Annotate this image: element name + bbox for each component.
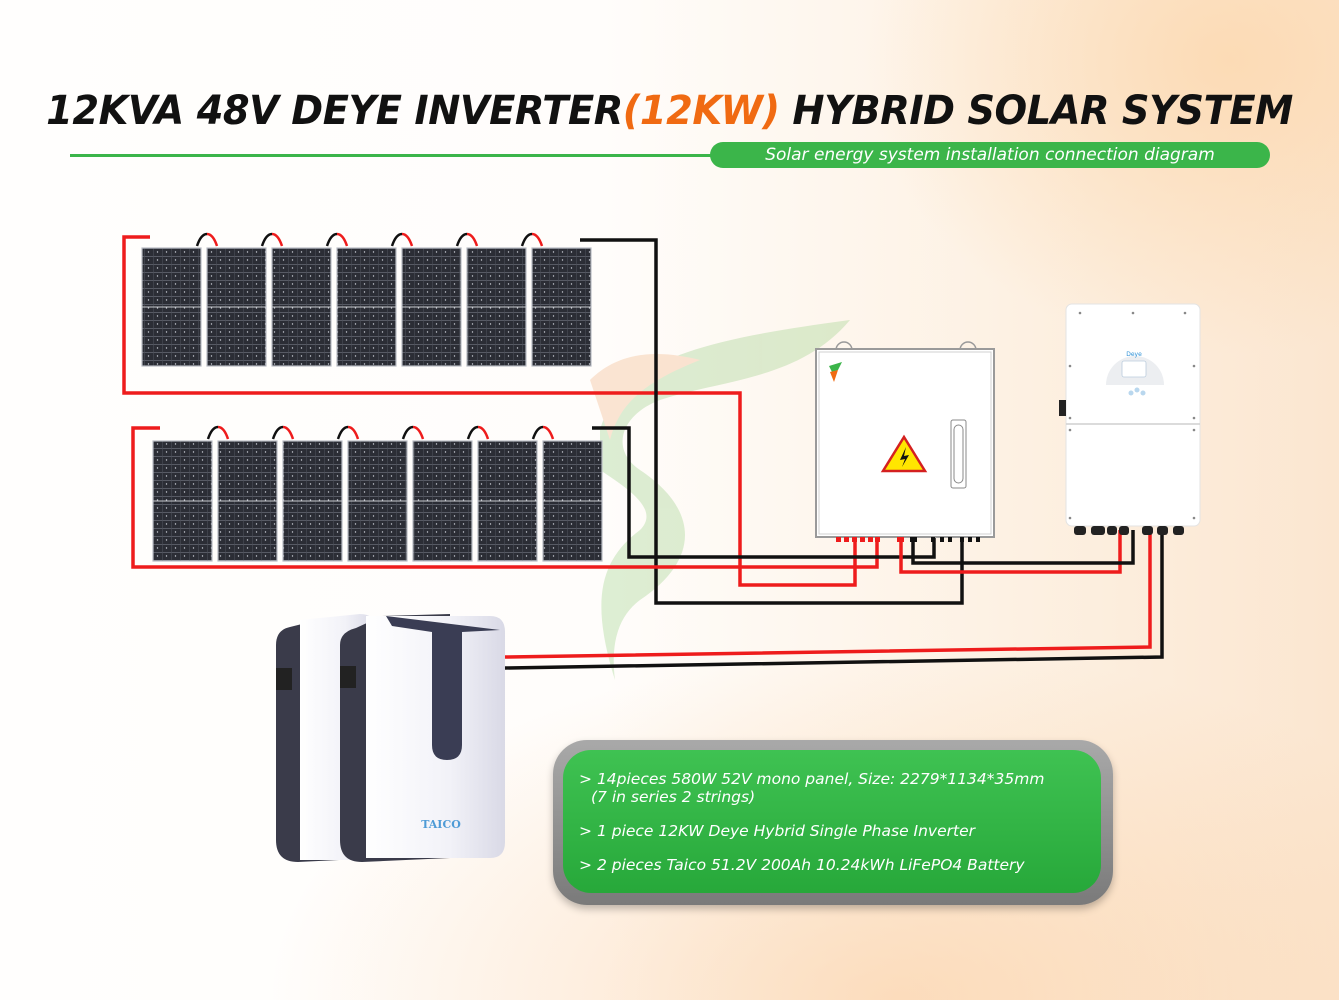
solar-panel <box>152 440 213 562</box>
inverter-brand-label: Deye <box>1126 351 1142 358</box>
jumper-positive <box>542 425 555 440</box>
jumper-negative <box>466 425 479 440</box>
watermark-logo <box>590 320 850 680</box>
solar-panel <box>412 440 473 562</box>
jumper-positive <box>412 425 425 440</box>
combiner-terminals <box>836 537 980 542</box>
jumper-positive <box>477 425 490 440</box>
title-highlight: (12KW) <box>622 88 780 134</box>
solar-panel <box>466 247 527 367</box>
jumper-negative <box>531 425 544 440</box>
jumper-negative <box>336 425 349 440</box>
jumper-negative <box>520 232 533 247</box>
solar-panel <box>477 440 538 562</box>
solar-panel <box>206 247 267 367</box>
solar-panel <box>336 247 397 367</box>
spec-item-inverter: > 1 piece 12KW Deye Hybrid Single Phase … <box>579 822 1101 840</box>
jumper-positive <box>217 425 230 440</box>
inverter: Deye <box>1059 303 1201 535</box>
bullet: > <box>579 822 592 840</box>
spec-item-battery: > 2 pieces Taico 51.2V 200Ah 10.24kWh Li… <box>579 856 1101 874</box>
string-2-wires <box>131 426 936 569</box>
jumper-negative <box>271 425 284 440</box>
battery-to-inverter-wires <box>504 530 1164 670</box>
spec-text: 14pieces 580W 52V mono panel, Size: 2279… <box>596 770 1045 788</box>
jumper-negative <box>390 232 403 247</box>
battery-brand-label: TAICO <box>421 818 461 831</box>
spec-text: 1 piece 12KW Deye Hybrid Single Phase In… <box>596 822 975 840</box>
high-voltage-warning-icon <box>880 434 928 473</box>
jumper-positive <box>466 232 479 247</box>
spec-text: 2 pieces Taico 51.2V 200Ah 10.24kWh LiFe… <box>596 856 1025 874</box>
inverter-cable-glands <box>1074 526 1184 535</box>
title-underline <box>70 154 730 157</box>
solar-panel <box>347 440 408 562</box>
solar-panel <box>271 247 332 367</box>
jumper-negative <box>206 425 219 440</box>
jumper-negative <box>325 232 338 247</box>
solar-panel <box>542 440 603 562</box>
title-part-2: HYBRID SOLAR SYSTEM <box>779 88 1293 134</box>
bullet: > <box>579 770 592 788</box>
solar-panel <box>141 247 202 367</box>
subtitle-badge: Solar energy system installation connect… <box>710 142 1270 168</box>
jumper-negative <box>455 232 468 247</box>
spec-continuation: (7 in series 2 strings) <box>591 788 756 806</box>
jumper-negative <box>260 232 273 247</box>
battery-unit-2: TAICO <box>340 614 505 862</box>
solar-panel <box>282 440 343 562</box>
solar-panel <box>401 247 462 367</box>
solar-panel <box>531 247 592 367</box>
jumper-positive <box>271 232 284 247</box>
jumper-negative <box>195 232 208 247</box>
string-1-wires <box>122 235 964 605</box>
spec-info-box: > 14pieces 580W 52V mono panel, Size: 22… <box>553 740 1113 905</box>
combiner-logo-icon <box>829 362 842 382</box>
bullet: > <box>579 856 592 874</box>
jumper-positive <box>336 232 349 247</box>
combiner-to-inverter-wires <box>899 530 1135 574</box>
solar-panels <box>141 232 603 562</box>
combiner-box <box>815 341 995 542</box>
jumper-positive <box>531 232 544 247</box>
jumper-positive <box>347 425 360 440</box>
jumper-positive <box>282 425 295 440</box>
combiner-handle <box>950 419 967 489</box>
jumper-positive <box>401 232 414 247</box>
title-part-1: 12KVA 48V DEYE INVERTER <box>46 88 623 134</box>
jumper-positive <box>206 232 219 247</box>
page-title: 12KVA 48V DEYE INVERTER(12KW) HYBRID SOL… <box>27 88 1312 134</box>
solar-panel <box>217 440 278 562</box>
spec-item-panels: > 14pieces 580W 52V mono panel, Size: 22… <box>579 770 1101 806</box>
jumper-negative <box>401 425 414 440</box>
